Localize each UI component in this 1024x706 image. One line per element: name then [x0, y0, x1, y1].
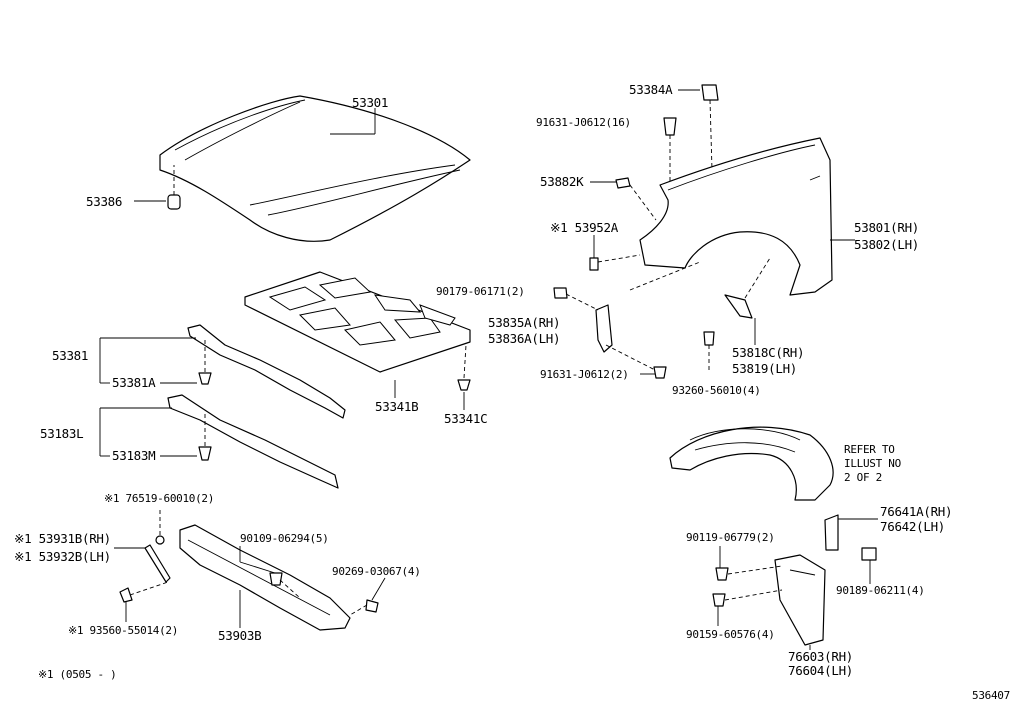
callout-53932B: ※1 53932B(LH): [14, 549, 111, 564]
refer-note-line3: 2 OF 2: [844, 471, 882, 484]
callout-53386: 53386: [86, 194, 123, 209]
callout-53903B: 53903B: [218, 628, 262, 643]
hood-53301: [159, 95, 471, 242]
callout-53341B: 53341B: [375, 399, 419, 414]
seal-53183L: [99, 394, 339, 489]
screw-90119: [715, 546, 783, 581]
callout-53931B: ※1 53931B(RH): [14, 531, 111, 546]
callout-90179: 90179-06171(2): [436, 285, 525, 298]
callout-53835A: 53835A(RH): [488, 315, 561, 330]
illustration-number: 536407: [972, 689, 1010, 702]
callout-53818C: 53818C(RH): [732, 345, 805, 360]
callout-53819: 53819(LH): [732, 361, 798, 376]
callout-76604: 76604(LH): [788, 663, 854, 678]
bracket-53818C: [703, 257, 771, 370]
callout-90269: 90269-03067(4): [332, 565, 421, 578]
hood-cushion-53386: [134, 165, 181, 210]
footnote: ※1 (0505 - ): [38, 668, 117, 681]
callout-90189: 90189-06211(4): [836, 584, 925, 597]
seal-53381: [99, 324, 346, 419]
callout-53301: 53301: [352, 95, 389, 110]
callout-53802: 53802(LH): [854, 237, 920, 252]
callout-93260: 93260-56010(4): [672, 384, 761, 397]
refer-note-line2: ILLUST NO: [844, 457, 901, 470]
refer-note-line1: REFER TO: [844, 443, 895, 456]
callout-76642: 76642(LH): [880, 519, 946, 534]
callout-91631-16: 91631-J0612(16): [536, 116, 631, 129]
callout-53384A: 53384A: [629, 82, 673, 97]
clip-90189: [861, 547, 877, 584]
clip-53341C: [457, 344, 471, 410]
callout-91631-2: 91631-J0612(2): [540, 368, 629, 381]
hood-insulator-53341B: [244, 271, 471, 398]
callout-53952A: ※1 53952A: [550, 220, 618, 235]
callout-53183M: 53183M: [112, 448, 156, 463]
fender-liner: [669, 426, 834, 501]
callout-90119: 90119-06779(2): [686, 531, 775, 544]
mudguard-76603: [774, 554, 826, 650]
callout-53801: 53801(RH): [854, 220, 920, 235]
callout-53882K: 53882K: [540, 174, 584, 189]
callout-53836A: 53836A(LH): [488, 331, 561, 346]
callout-53381A: 53381A: [112, 375, 156, 390]
callout-90109: 90109-06294(5): [240, 532, 329, 545]
callout-53183L: 53183L: [40, 426, 84, 441]
callout-53341C: 53341C: [444, 411, 488, 426]
callout-76603: 76603(RH): [788, 649, 854, 664]
fender-53801: [639, 137, 855, 296]
bracket-53835A: [553, 261, 701, 379]
callout-76519: ※1 76519-60010(2): [104, 492, 215, 505]
bolt-90109: [239, 546, 301, 599]
callout-76641A: 76641A(RH): [880, 504, 953, 519]
callout-90159: 90159-60576(4): [686, 628, 775, 641]
callout-93560: ※1 93560-55014(2): [68, 624, 179, 637]
strip-53931B: [114, 508, 171, 622]
clip-90269: [349, 577, 386, 616]
callout-53381: 53381: [52, 348, 89, 363]
bracket-76641A: [824, 514, 878, 551]
screw-90159: [712, 589, 783, 626]
